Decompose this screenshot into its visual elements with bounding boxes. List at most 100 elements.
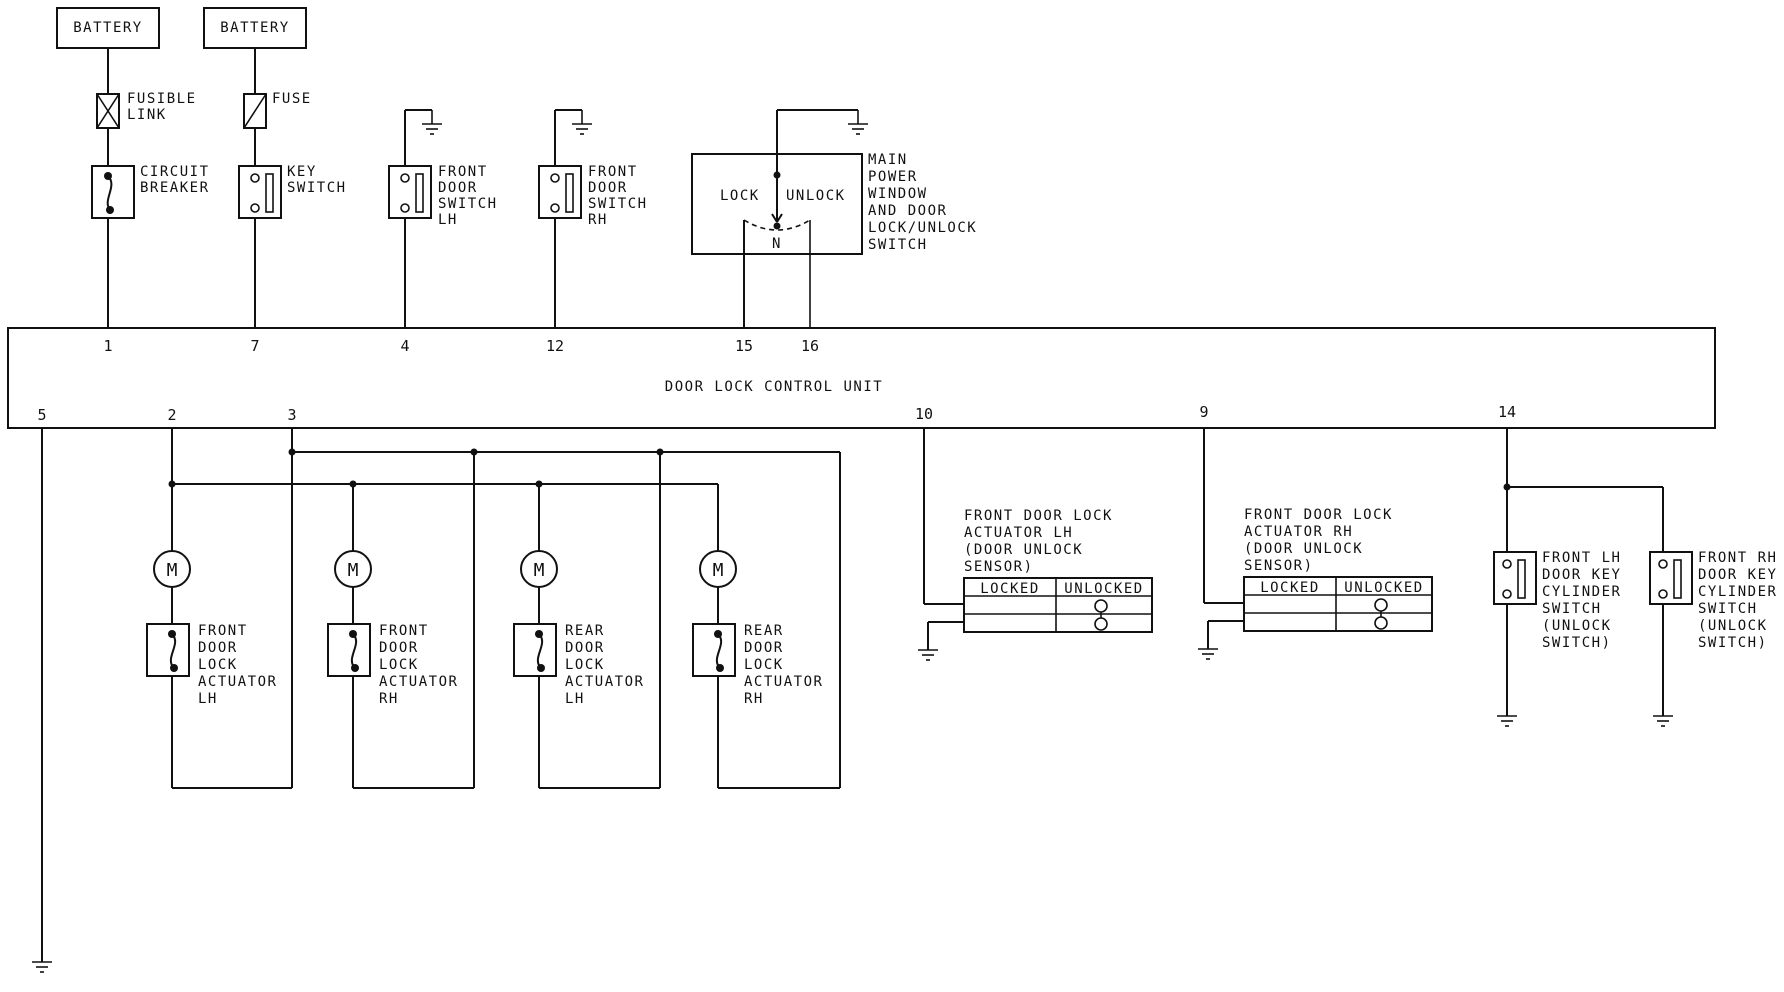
fusible-link-label-1: FUSIBLE [127, 91, 197, 107]
supply-wiring [107, 48, 256, 328]
fusible-link: FUSIBLE LINK [96, 91, 197, 129]
actuator-1-label-2: DOOR [198, 640, 238, 656]
actuator-2-label-4: ACTUATOR [379, 674, 458, 690]
actuator-1-label-4: ACTUATOR [198, 674, 277, 690]
actuator-3-label-1: REAR [565, 623, 605, 639]
key-cyl-lh-label-3: CYLINDER [1542, 584, 1621, 600]
actuator-2-label-2: DOOR [379, 640, 419, 656]
control-unit-title: DOOR LOCK CONTROL UNIT [665, 379, 883, 395]
front-door-switch-lh-label-1: FRONT [438, 164, 488, 180]
actuator-bus-wiring [168, 428, 841, 789]
main-switch-label-6: SWITCH [868, 237, 928, 253]
actuator-3-label-2: DOOR [565, 640, 605, 656]
actuator-1-label-1: FRONT [198, 623, 248, 639]
key-cyl-lh-label-4: SWITCH [1542, 601, 1602, 617]
key-switch: KEY SWITCH [238, 164, 347, 219]
front-rh-door-key-cylinder-switch: FRONT RH DOOR KEY CYLINDER SWITCH (UNLOC… [1649, 550, 1777, 727]
pin-15: 15 [735, 337, 753, 355]
main-switch-neutral-label: N [772, 236, 782, 252]
main-switch-label-5: LOCK/UNLOCK [868, 220, 977, 236]
actuator-2-label-3: LOCK [379, 657, 419, 673]
key-switch-label-1: KEY [287, 164, 317, 180]
front-door-switch-rh: FRONT DOOR SWITCH RH [538, 109, 648, 328]
main-switch-unlock-label: UNLOCK [786, 188, 846, 204]
pin-5: 5 [37, 406, 46, 424]
actuator-3-label-5: LH [565, 691, 585, 707]
main-switch-lock-label: LOCK [720, 188, 760, 204]
actuator-4-label-5: RH [744, 691, 764, 707]
front-door-switch-rh-label-3: SWITCH [588, 196, 648, 212]
door-unlock-sensor-lh: FRONT DOOR LOCK ACTUATOR LH (DOOR UNLOCK… [918, 428, 1153, 661]
key-cyl-lh-label-6: SWITCH) [1542, 635, 1612, 651]
battery-2-label: BATTERY [220, 20, 290, 36]
front-door-switch-lh-label-2: DOOR [438, 180, 478, 196]
key-cyl-rh-label-3: CYLINDER [1698, 584, 1777, 600]
key-cyl-lh-label-2: DOOR KEY [1542, 567, 1621, 583]
pin-3: 3 [287, 406, 296, 424]
front-door-lock-actuator-lh: M FRONT DOOR LOCK ACTUATOR LH [146, 550, 277, 707]
key-cyl-lh-label-1: FRONT LH [1542, 550, 1621, 566]
actuator-4-label-3: LOCK [744, 657, 784, 673]
actuator-2-label-1: FRONT [379, 623, 429, 639]
circuit-breaker-label-2: BREAKER [140, 180, 210, 196]
main-power-window-switch: LOCK UNLOCK N MAIN POWER WINDOW AND DOOR… [691, 109, 977, 328]
motor-icon: M [348, 560, 359, 581]
door-lock-control-unit: DOOR LOCK CONTROL UNIT 1 7 4 12 15 16 5 … [7, 327, 1716, 429]
main-switch-label-2: POWER [868, 169, 918, 185]
actuator-1-label-5: LH [198, 691, 218, 707]
battery-1-label: BATTERY [73, 20, 143, 36]
fuse: FUSE [243, 91, 312, 129]
actuator-1-label-3: LOCK [198, 657, 238, 673]
main-switch-label-1: MAIN [868, 152, 908, 168]
actuator-4-label-2: DOOR [744, 640, 784, 656]
pin-7: 7 [250, 337, 259, 355]
actuator-3-label-4: ACTUATOR [565, 674, 644, 690]
pin-10: 10 [915, 405, 933, 423]
key-switch-label-2: SWITCH [287, 180, 347, 196]
pin-5-ground [32, 428, 52, 973]
sensor-lh-label-2: ACTUATOR LH [964, 525, 1073, 541]
actuator-4-label-1: REAR [744, 623, 784, 639]
front-lh-door-key-cylinder-switch: FRONT LH DOOR KEY CYLINDER SWITCH (UNLOC… [1493, 550, 1621, 727]
rear-door-lock-actuator-rh: M REAR DOOR LOCK ACTUATOR RH [692, 550, 823, 707]
sensor-rh-label-3: (DOOR UNLOCK [1244, 541, 1363, 557]
circuit-breaker: CIRCUIT BREAKER [91, 164, 210, 219]
actuator-4-label-4: ACTUATOR [744, 674, 823, 690]
front-door-lock-actuator-rh: M FRONT DOOR LOCK ACTUATOR RH [327, 550, 458, 707]
sensor-rh-label-1: FRONT DOOR LOCK [1244, 507, 1393, 523]
door-unlock-sensor-rh: FRONT DOOR LOCK ACTUATOR RH (DOOR UNLOCK… [1198, 428, 1433, 660]
key-cyl-rh-label-6: SWITCH) [1698, 635, 1768, 651]
pin-9: 9 [1199, 403, 1208, 421]
pin-16: 16 [801, 337, 819, 355]
front-door-switch-rh-label-2: DOOR [588, 180, 628, 196]
rear-door-lock-actuator-lh: M REAR DOOR LOCK ACTUATOR LH [513, 550, 644, 707]
sensor-lh-locked-header: LOCKED [980, 581, 1040, 597]
pin-4: 4 [400, 337, 409, 355]
fuse-label: FUSE [272, 91, 312, 107]
actuator-3-label-3: LOCK [565, 657, 605, 673]
sensor-lh-label-1: FRONT DOOR LOCK [964, 508, 1113, 524]
main-switch-label-4: AND DOOR [868, 203, 947, 219]
circuit-breaker-label-1: CIRCUIT [140, 164, 210, 180]
pin-2: 2 [167, 406, 176, 424]
sensor-rh-unlocked-header: UNLOCKED [1344, 580, 1423, 596]
motor-icon: M [713, 560, 724, 581]
front-door-switch-rh-label-1: FRONT [588, 164, 638, 180]
sensor-rh-label-2: ACTUATOR RH [1244, 524, 1353, 540]
sensor-lh-label-4: SENSOR) [964, 559, 1034, 575]
motor-icon: M [167, 560, 178, 581]
key-cyl-lh-label-5: (UNLOCK [1542, 618, 1612, 634]
pin-14: 14 [1498, 403, 1516, 421]
sensor-lh-unlocked-header: UNLOCKED [1064, 581, 1143, 597]
sensor-lh-label-3: (DOOR UNLOCK [964, 542, 1083, 558]
key-cyl-rh-label-5: (UNLOCK [1698, 618, 1768, 634]
front-door-switch-lh-label-4: LH [438, 212, 458, 228]
pin-1: 1 [103, 337, 112, 355]
main-switch-label-3: WINDOW [868, 186, 928, 202]
sensor-rh-label-4: SENSOR) [1244, 558, 1314, 574]
key-cyl-rh-label-1: FRONT RH [1698, 550, 1777, 566]
pin-12: 12 [546, 337, 564, 355]
key-cylinder-wiring [1503, 428, 1664, 552]
key-cyl-rh-label-4: SWITCH [1698, 601, 1758, 617]
